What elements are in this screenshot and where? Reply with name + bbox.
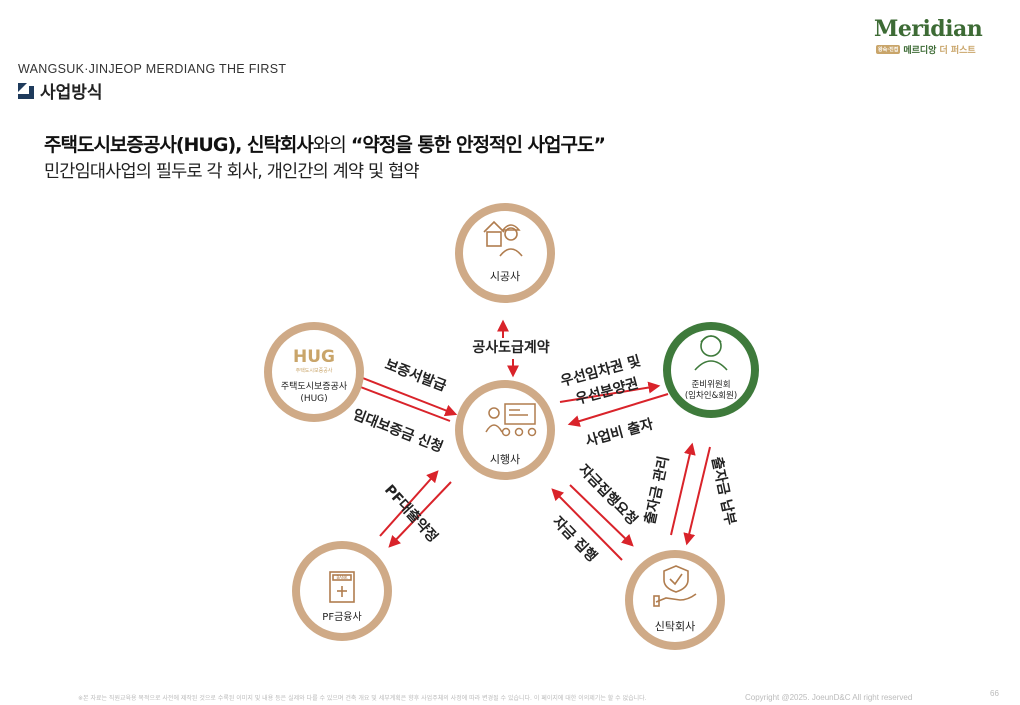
intro-heading: 주택도시보증공사(HUG), 신탁회사와의 “약정을 통한 안정적인 사업구도”	[44, 130, 606, 157]
label-project-funding: 사업비 출자	[584, 415, 655, 449]
copyright: Copyright @2025. JoeunD&C All right rese…	[745, 693, 913, 702]
arrows	[347, 319, 711, 561]
builder-label: 시공사	[490, 270, 520, 283]
footer-note: ※본 자료는 직원교육용 목적으로 사전에 제작된 것으로 수록된 이미지 및 …	[78, 695, 647, 702]
label-fund-payment: 출자금 납부	[708, 455, 739, 526]
section-mark-icon	[18, 82, 34, 99]
trust-label: 신탁회사	[655, 620, 695, 633]
heading-bold: 주택도시보증공사(HUG), 신탁회사	[44, 134, 314, 156]
label-pf-loan: PF대출약정	[381, 481, 441, 545]
arrow-committee-to-trust	[683, 446, 711, 546]
hug-label-line2: (HUG)	[300, 394, 327, 404]
project-subtitle: WANGSUK·JINJEOP MERDIANG THE FIRST	[18, 62, 287, 76]
label-fund-request: 자금집행요청	[575, 461, 641, 528]
arrow-operator-to-hug	[347, 380, 451, 422]
operator-presentation-icon	[485, 403, 537, 437]
node-pf: BANK PF금융사	[292, 541, 392, 641]
pf-label: PF금융사	[322, 611, 361, 623]
logo-subline: 왕숙·진접 메르디앙 더 퍼스트	[876, 43, 984, 56]
arrow-trust-to-committee	[670, 442, 696, 536]
arrow-operator-to-committee	[559, 381, 661, 403]
page-number: 66	[990, 689, 999, 698]
arrow-committee-to-operator	[567, 393, 669, 427]
intro-subheading: 민간임대사업의 필두로 각 회사, 개인간의 계약 및 협약	[44, 162, 420, 182]
brand-logo: Meridian 왕숙·진접 메르디앙 더 퍼스트	[874, 16, 984, 60]
hug-logo: HUG	[293, 347, 335, 367]
node-builder: 시공사	[455, 203, 555, 303]
label-fund-execution: 자금 집행	[549, 513, 600, 565]
node-trust: 신탁회사	[625, 550, 725, 650]
heading-mid: 와의	[312, 134, 351, 156]
logo-name-part1: 메르디앙	[903, 46, 937, 56]
arrow-trust-to-operator	[551, 488, 623, 561]
arrow-pf-to-operator	[379, 470, 439, 537]
arrow-operator-to-trust	[569, 484, 634, 547]
section-header: 사업방식	[18, 78, 103, 103]
section-title: 사업방식	[40, 83, 103, 103]
hug-label-line1: 주택도시보증공사	[281, 381, 348, 392]
logo-badge: 왕숙·진접	[876, 45, 901, 54]
arrow-hug-to-operator	[354, 374, 458, 417]
trust-shield-hand-icon	[653, 565, 697, 607]
committee-label-line1: 준비위원회	[691, 380, 730, 390]
logo-wordmark: Meridian	[874, 16, 983, 42]
logo-name-part2: 더 퍼스트	[939, 46, 976, 56]
builder-worker-icon	[483, 220, 523, 257]
node-operator: 시행사	[455, 380, 555, 480]
arrow-operator-to-pf	[388, 481, 452, 548]
label-construction-contract: 공사도급계약	[472, 339, 549, 356]
label-fund-management: 출자금 관리	[641, 455, 672, 526]
heading-quote: “약정을 통한 안정적인 사업구도”	[350, 134, 606, 156]
node-hug: HUG 주택도시보증공사 주택도시보증공사 (HUG)	[264, 322, 364, 422]
node-committee: 준비위원회 (임차인&회원)	[663, 322, 759, 418]
bank-building-icon	[329, 571, 355, 603]
committee-person-icon	[694, 335, 728, 371]
committee-label-line2: (임차인&회원)	[685, 390, 737, 401]
hug-logo-sub: 주택도시보증공사	[296, 367, 333, 374]
bank-sign: BANK	[336, 575, 347, 580]
operator-label: 시행사	[490, 453, 520, 466]
